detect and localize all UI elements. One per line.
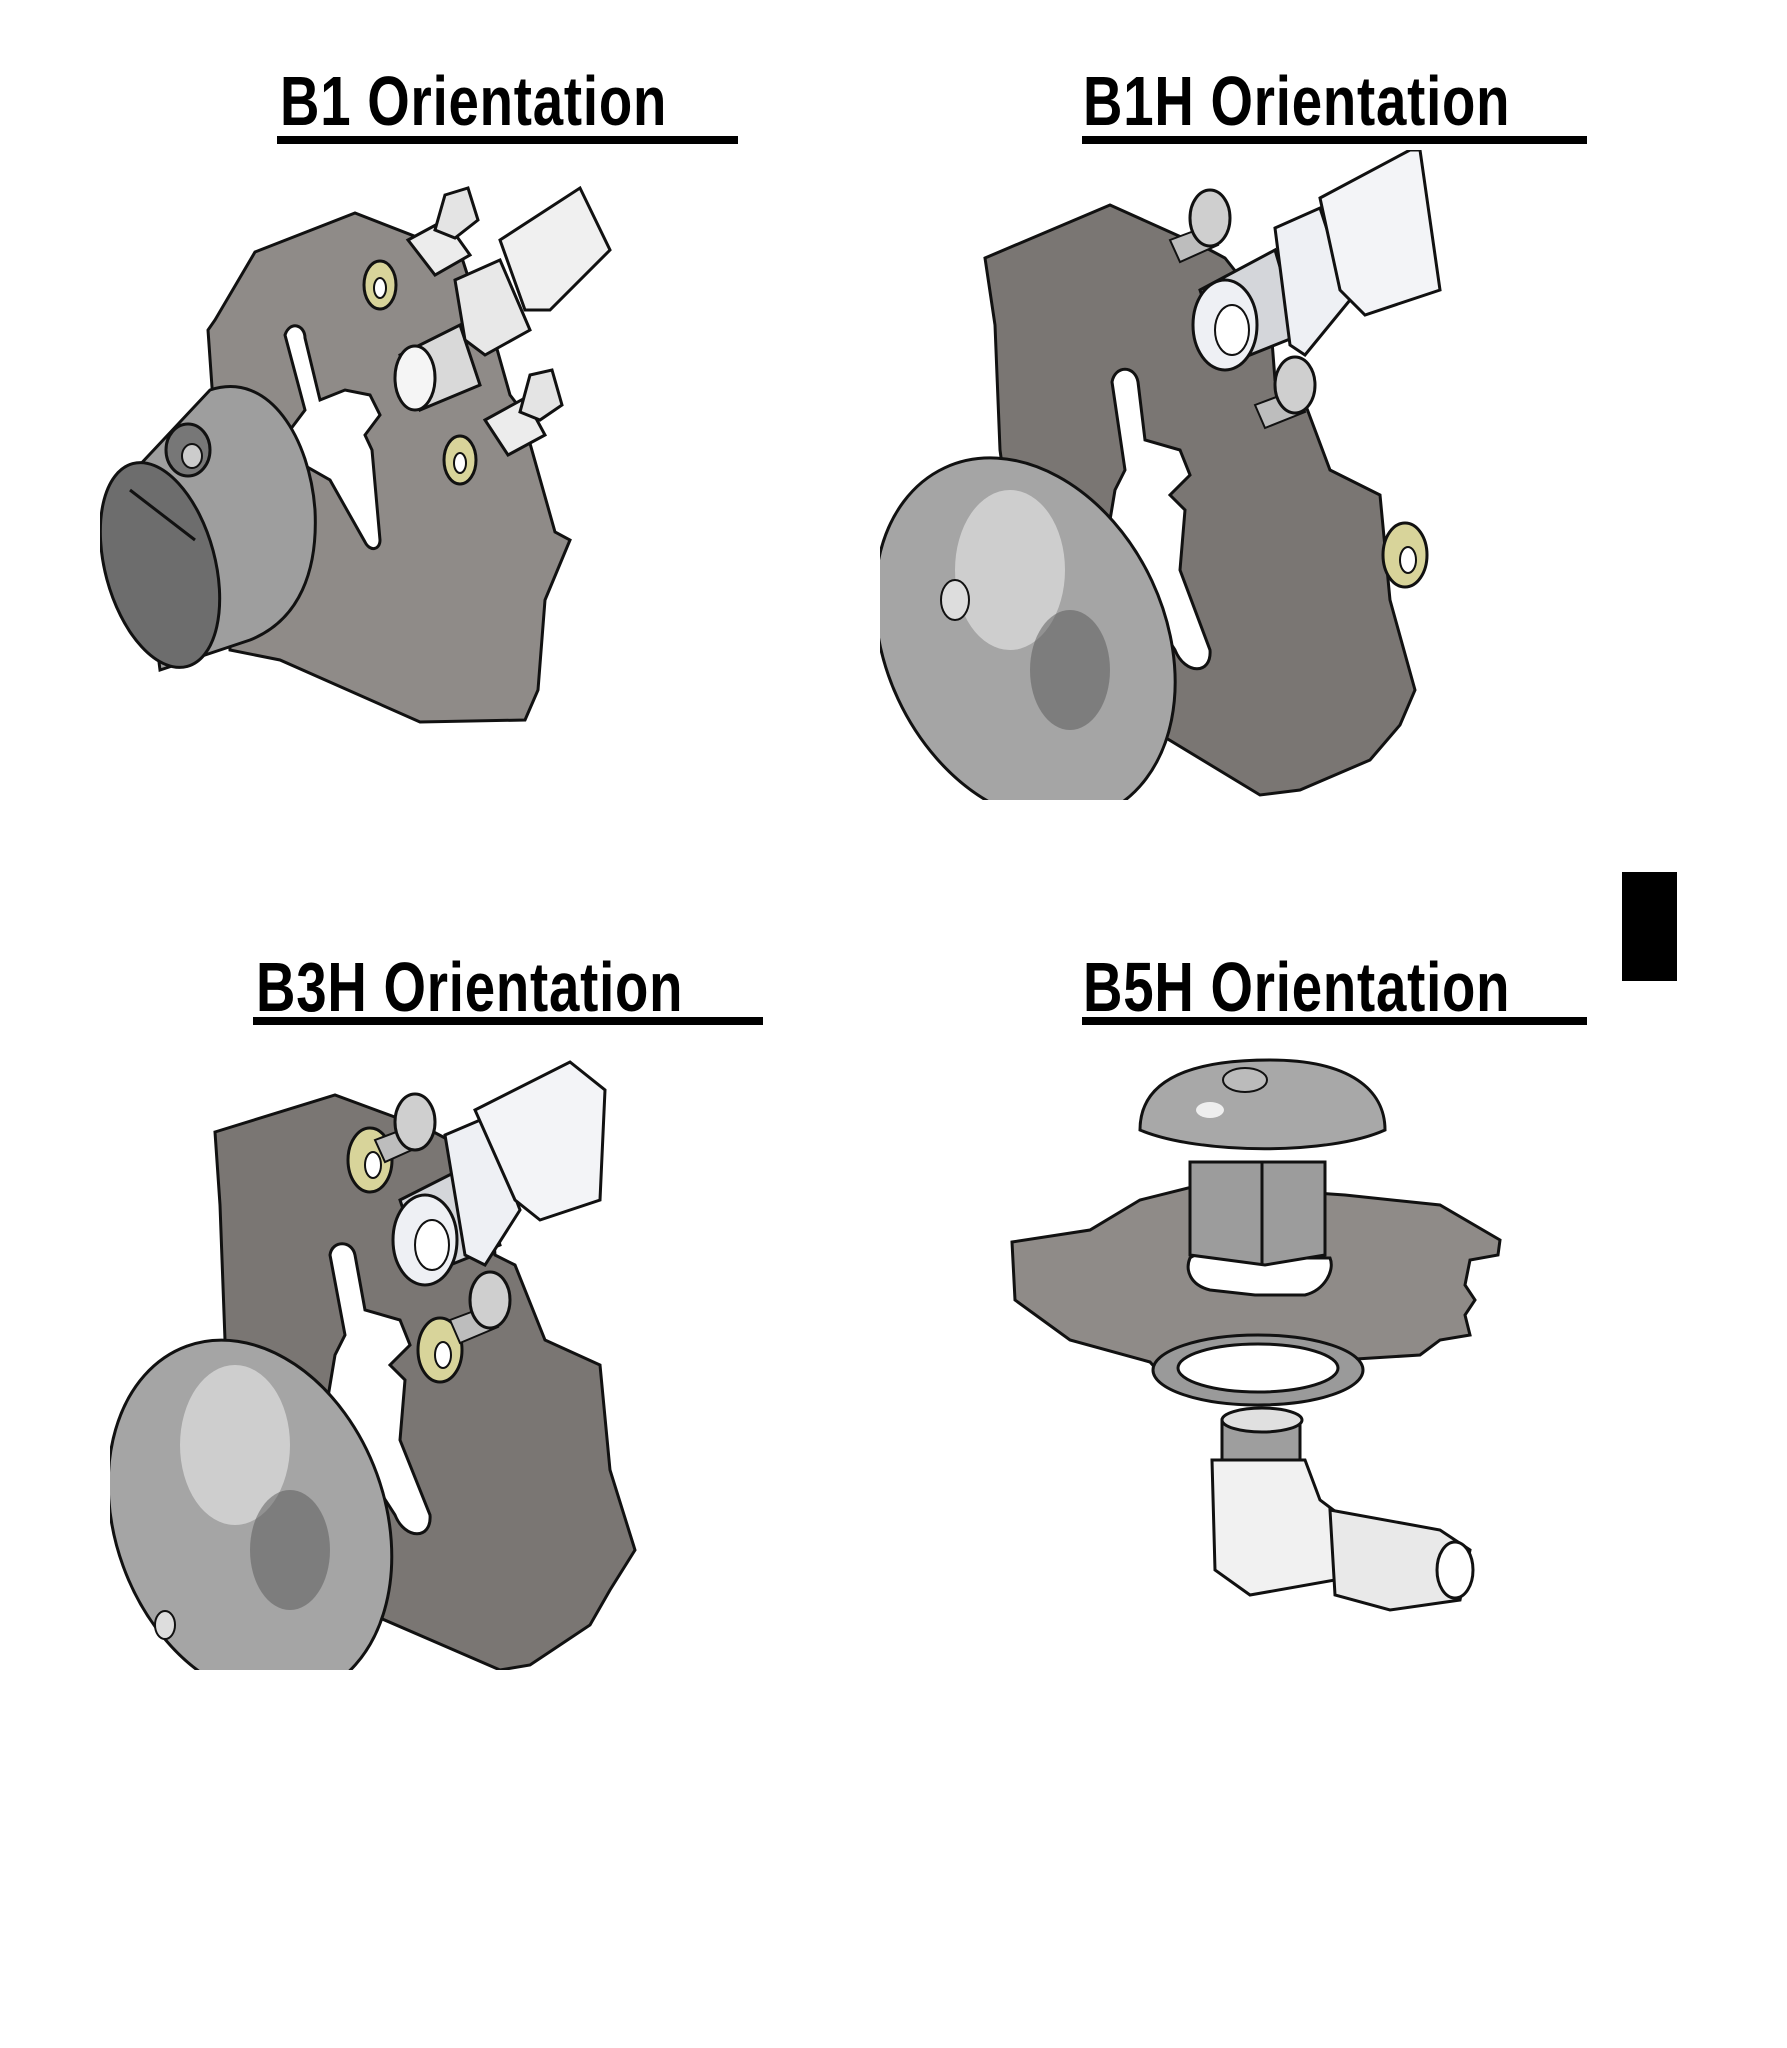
hex-bolt	[482, 368, 564, 457]
panel-title-b3h: B3H Orientation	[256, 948, 684, 1026]
title-underline-b1h	[1082, 136, 1587, 144]
hex-bolt	[405, 186, 480, 277]
title-underline-b1	[277, 136, 738, 144]
screw	[1253, 355, 1317, 430]
screw	[373, 1092, 437, 1164]
illustration-b1	[100, 180, 860, 740]
panel-title-b5h: B5H Orientation	[1083, 948, 1511, 1026]
elbow-compression-fitting	[1210, 1406, 1475, 1612]
compression-fitting	[391, 1060, 607, 1287]
panel-title-b1h: B1H Orientation	[1083, 62, 1511, 140]
illustration-b1h	[880, 150, 1640, 800]
lock-nut	[1151, 1333, 1365, 1407]
nozzle-cylinder-head	[100, 385, 317, 673]
illustration-b5h	[1000, 1050, 1560, 2040]
chrome-dome-head	[110, 1338, 394, 1670]
dome-head-threaded-stem	[1138, 1058, 1387, 1267]
compression-fitting	[393, 185, 612, 412]
title-underline-b5h	[1082, 1017, 1587, 1025]
screw	[1168, 188, 1232, 264]
chrome-dome-head	[880, 456, 1177, 800]
panel-title-b1: B1 Orientation	[280, 62, 668, 140]
black-marker-block	[1622, 872, 1677, 981]
illustration-b3h	[110, 1050, 910, 1670]
screw	[448, 1270, 512, 1345]
title-underline-b3h	[253, 1017, 763, 1025]
compression-fitting	[1191, 150, 1442, 372]
